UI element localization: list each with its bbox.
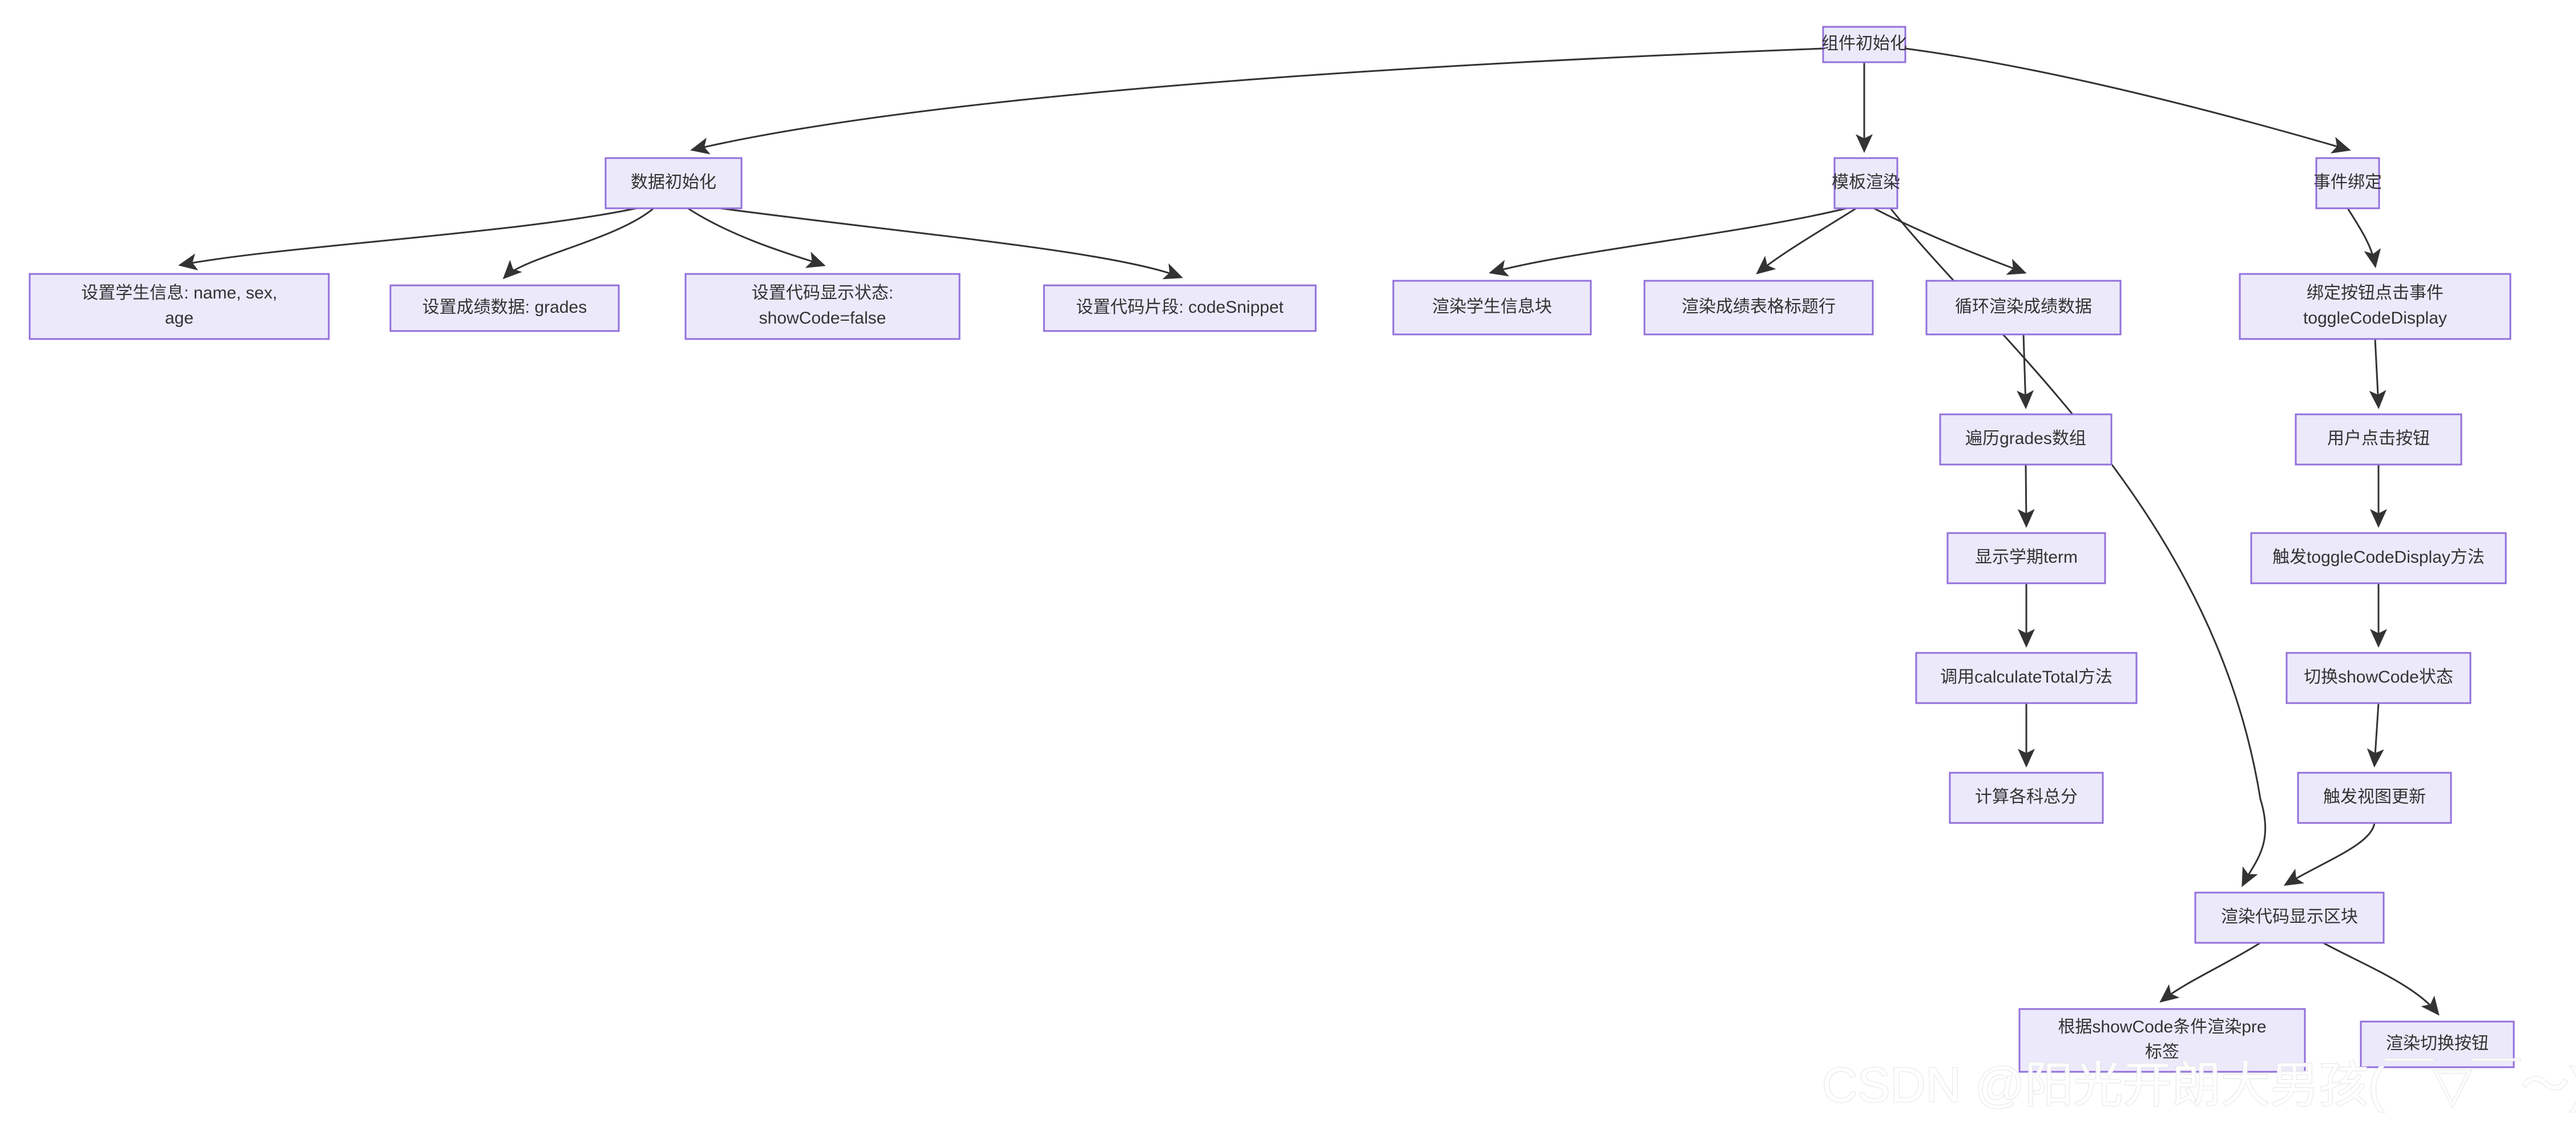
node-box[interactable] (2285, 652, 2472, 704)
node-box[interactable] (389, 284, 620, 332)
flow-edge (2367, 703, 2384, 768)
node-label: 数据初始化 (631, 173, 716, 192)
flow-node[interactable]: 调用calculateTotal方法 (1915, 652, 2138, 704)
flow-node[interactable]: 渲染切换按钮 (2360, 1020, 2515, 1068)
flow-edge (720, 207, 1183, 280)
node-label: 渲染学生信息块 (1432, 297, 1552, 316)
flow-node[interactable]: 设置代码片段: codeSnippet (1043, 284, 1317, 332)
node-label: 渲染代码显示区块 (2221, 907, 2358, 926)
flow-edge (178, 207, 637, 271)
node-box[interactable] (1643, 280, 1874, 336)
node-box[interactable] (2360, 1020, 2515, 1068)
flow-node[interactable]: 设置代码显示状态:showCode=false (684, 273, 961, 340)
watermark-layer: CSDN @阳光开朗大男孩(￣▽￣～) (1821, 1058, 2576, 1113)
edges-layer (178, 47, 2440, 1016)
node-box[interactable] (29, 273, 330, 340)
node-label: 显示学期term (1975, 548, 2078, 567)
node-label: 事件绑定 (2313, 173, 2382, 192)
flow-edge (2159, 942, 2261, 1003)
flow-edge (2347, 208, 2381, 268)
node-box[interactable] (684, 273, 961, 340)
node-box[interactable] (2315, 157, 2380, 209)
node-box[interactable] (2250, 532, 2507, 584)
flow-node[interactable]: 显示学期term (1946, 532, 2106, 584)
flow-edge (1756, 207, 1857, 275)
flow-node[interactable]: 渲染学生信息块 (1392, 280, 1592, 336)
node-box[interactable] (1822, 26, 1906, 63)
flow-node[interactable]: 组件初始化 (1821, 26, 1907, 63)
flow-node[interactable]: 事件绑定 (2313, 157, 2382, 209)
node-box[interactable] (2239, 273, 2512, 340)
flow-node[interactable]: 用户点击按钮 (2295, 413, 2462, 466)
node-box[interactable] (1043, 284, 1317, 332)
node-box[interactable] (1915, 652, 2138, 704)
flow-node[interactable]: 设置学生信息: name, sex,age (29, 273, 330, 340)
node-label: 组件初始化 (1821, 34, 1907, 53)
node-label: 循环渲染成绩数据 (1955, 297, 2092, 316)
node-box[interactable] (604, 157, 743, 209)
node-label: 设置代码显示状态:showCode=false (752, 284, 893, 328)
flow-node[interactable]: 触发toggleCodeDisplay方法 (2250, 532, 2507, 584)
flow-node[interactable]: 渲染代码显示区块 (2194, 891, 2385, 944)
node-label: 触发toggleCodeDisplay方法 (2272, 548, 2485, 567)
csdn-watermark: CSDN @阳光开朗大男孩(￣▽￣～) (1822, 1058, 2576, 1113)
node-box[interactable] (2194, 891, 2385, 944)
node-box[interactable] (1939, 413, 2113, 466)
flow-node[interactable]: 设置成绩数据: grades (389, 284, 620, 332)
node-box[interactable] (2018, 1008, 2306, 1073)
flow-node[interactable]: 切换showCode状态 (2285, 652, 2472, 704)
flow-node[interactable]: 遍历grades数组 (1939, 413, 2113, 466)
node-label: 设置学生信息: name, sex,age (81, 284, 277, 328)
flow-edge (1873, 207, 2027, 275)
flow-edge (2283, 822, 2376, 886)
flow-edge (1489, 207, 1847, 277)
flow-edge (2017, 334, 2034, 409)
flow-edge (690, 47, 1824, 155)
flow-node[interactable]: 模板渲染 (1832, 157, 1900, 209)
node-label: 设置成绩数据: grades (422, 298, 587, 317)
flow-edge (502, 207, 654, 280)
flow-node[interactable]: 数据初始化 (604, 157, 743, 209)
node-label: 渲染成绩表格标题行 (1682, 297, 1836, 316)
node-label: 遍历grades数组 (1965, 429, 2086, 448)
flow-node[interactable]: 触发视图更新 (2297, 772, 2452, 824)
node-label: 切换showCode状态 (2304, 668, 2453, 687)
node-label: 触发视图更新 (2323, 788, 2426, 806)
flow-edge (1905, 47, 2351, 154)
node-box[interactable] (1833, 157, 1898, 209)
node-box[interactable] (1925, 280, 2122, 336)
node-box[interactable] (1949, 772, 2104, 824)
flow-node[interactable]: 计算各科总分 (1949, 772, 2104, 824)
node-label: 模板渲染 (1832, 173, 1900, 192)
flow-node[interactable]: 渲染成绩表格标题行 (1643, 280, 1874, 336)
node-label: 设置代码片段: codeSnippet (1076, 298, 1284, 317)
node-label: 渲染切换按钮 (2386, 1034, 2489, 1053)
node-box[interactable] (2295, 413, 2462, 466)
node-box[interactable] (1946, 532, 2106, 584)
flow-edge (2369, 338, 2386, 409)
flow-node[interactable]: 循环渲染成绩数据 (1925, 280, 2122, 336)
node-box[interactable] (2297, 772, 2452, 824)
node-label: 用户点击按钮 (2327, 429, 2430, 448)
node-label: 计算各科总分 (1975, 788, 2078, 806)
node-label: 调用calculateTotal方法 (1940, 668, 2113, 687)
flow-edge (2323, 942, 2440, 1016)
node-box[interactable] (1392, 280, 1592, 336)
flow-edge (687, 207, 826, 268)
